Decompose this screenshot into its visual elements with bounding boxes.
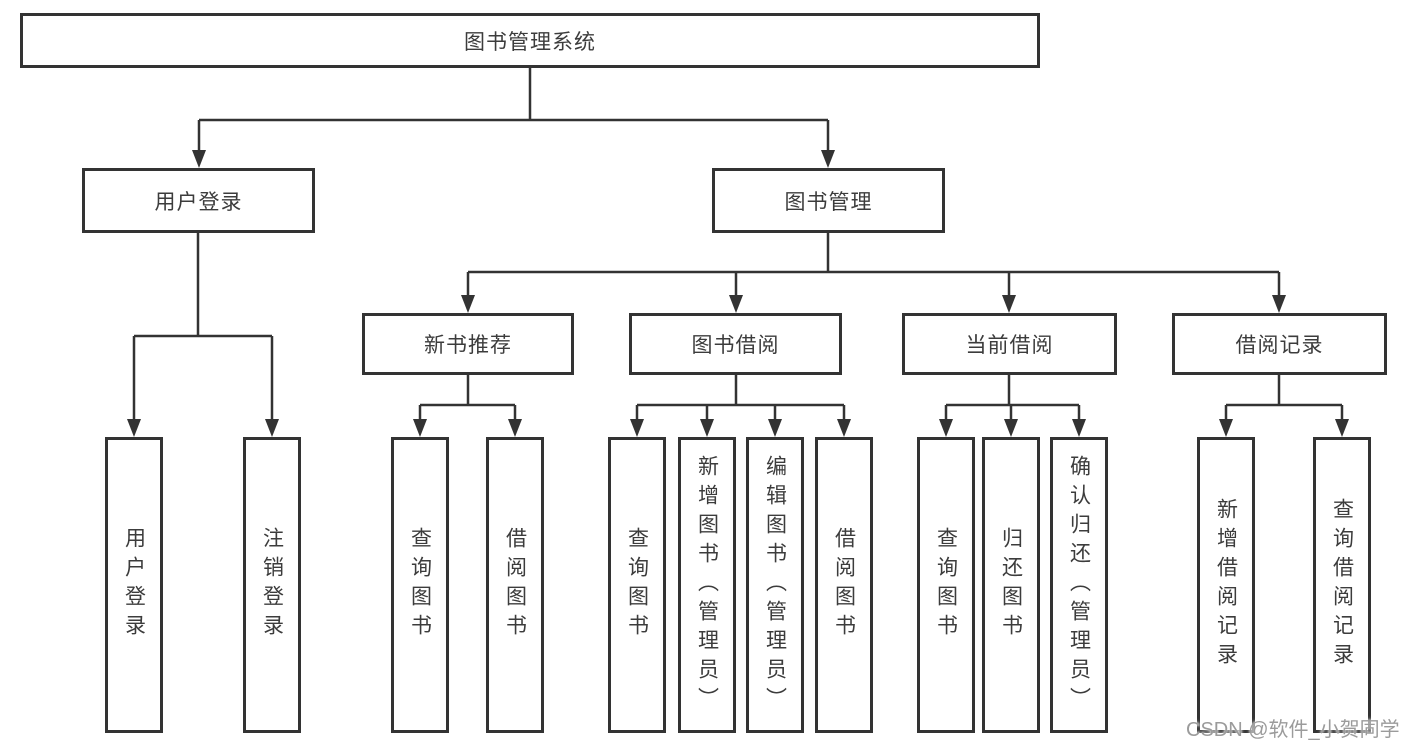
node-label: 新增图书（管理员） xyxy=(695,454,719,716)
node-label: 借阅记录 xyxy=(1235,334,1324,357)
csdn-watermark: CSDN @软件_小贺同学 xyxy=(1186,719,1400,741)
node-new-book-recommendation: 新书推荐 xyxy=(362,313,574,375)
node-return-books: 归还图书 xyxy=(982,437,1040,733)
node-label: 查询借阅记录 xyxy=(1330,498,1354,672)
node-query-books-recommend: 查询图书 xyxy=(391,437,449,733)
node-label: 借阅图书 xyxy=(832,527,856,643)
node-label: 注销登录 xyxy=(260,527,284,643)
node-confirm-return-admin: 确认归还（管理员） xyxy=(1050,437,1108,733)
node-book-borrowing: 图书借阅 xyxy=(629,313,842,375)
node-borrowing-records: 借阅记录 xyxy=(1172,313,1387,375)
node-label: 查询图书 xyxy=(408,527,432,643)
node-label: 确认归还（管理员） xyxy=(1067,454,1091,716)
node-label: 当前借阅 xyxy=(965,334,1054,357)
node-label: 图书管理 xyxy=(784,190,873,214)
node-library-management-system: 图书管理系统 xyxy=(20,13,1040,68)
node-label: 图书借阅 xyxy=(691,334,780,357)
node-user-login-leaf: 用户登录 xyxy=(105,437,163,733)
node-label: 借阅图书 xyxy=(503,527,527,643)
node-current-borrowing: 当前借阅 xyxy=(902,313,1117,375)
node-label: 查询图书 xyxy=(625,527,649,643)
connector-user-login-branch xyxy=(132,233,274,421)
node-label: 用户登录 xyxy=(122,527,146,643)
node-query-books-current: 查询图书 xyxy=(917,437,975,733)
node-edit-book-admin: 编辑图书（管理员） xyxy=(746,437,804,733)
node-borrow-books-borrowing: 借阅图书 xyxy=(815,437,873,733)
node-borrow-books-recommend: 借阅图书 xyxy=(486,437,544,733)
connector-root-trunk xyxy=(197,68,830,152)
node-label: 用户登录 xyxy=(154,190,243,214)
node-label: 图书管理系统 xyxy=(464,30,596,54)
node-label: 编辑图书（管理员） xyxy=(763,454,787,716)
node-add-borrow-record: 新增借阅记录 xyxy=(1197,437,1255,733)
node-logout-leaf: 注销登录 xyxy=(243,437,301,733)
node-add-book-admin: 新增图书（管理员） xyxy=(678,437,736,733)
node-user-login: 用户登录 xyxy=(82,168,315,233)
node-label: 归还图书 xyxy=(999,527,1023,643)
node-label: 查询图书 xyxy=(934,527,958,643)
node-label: 新增借阅记录 xyxy=(1214,498,1238,672)
node-label: 新书推荐 xyxy=(424,334,512,357)
node-query-books-borrowing: 查询图书 xyxy=(608,437,666,733)
node-book-management: 图书管理 xyxy=(712,168,945,233)
node-query-borrow-record: 查询借阅记录 xyxy=(1313,437,1371,733)
arrowheads xyxy=(127,150,1349,437)
connector-book-borrowing-branch xyxy=(635,375,846,421)
connector-new-book-branch xyxy=(418,375,517,421)
connector-borrowing-records-branch xyxy=(1224,375,1344,421)
connector-book-management-branch xyxy=(466,233,1281,297)
connector-current-borrowing-branch xyxy=(944,375,1081,421)
